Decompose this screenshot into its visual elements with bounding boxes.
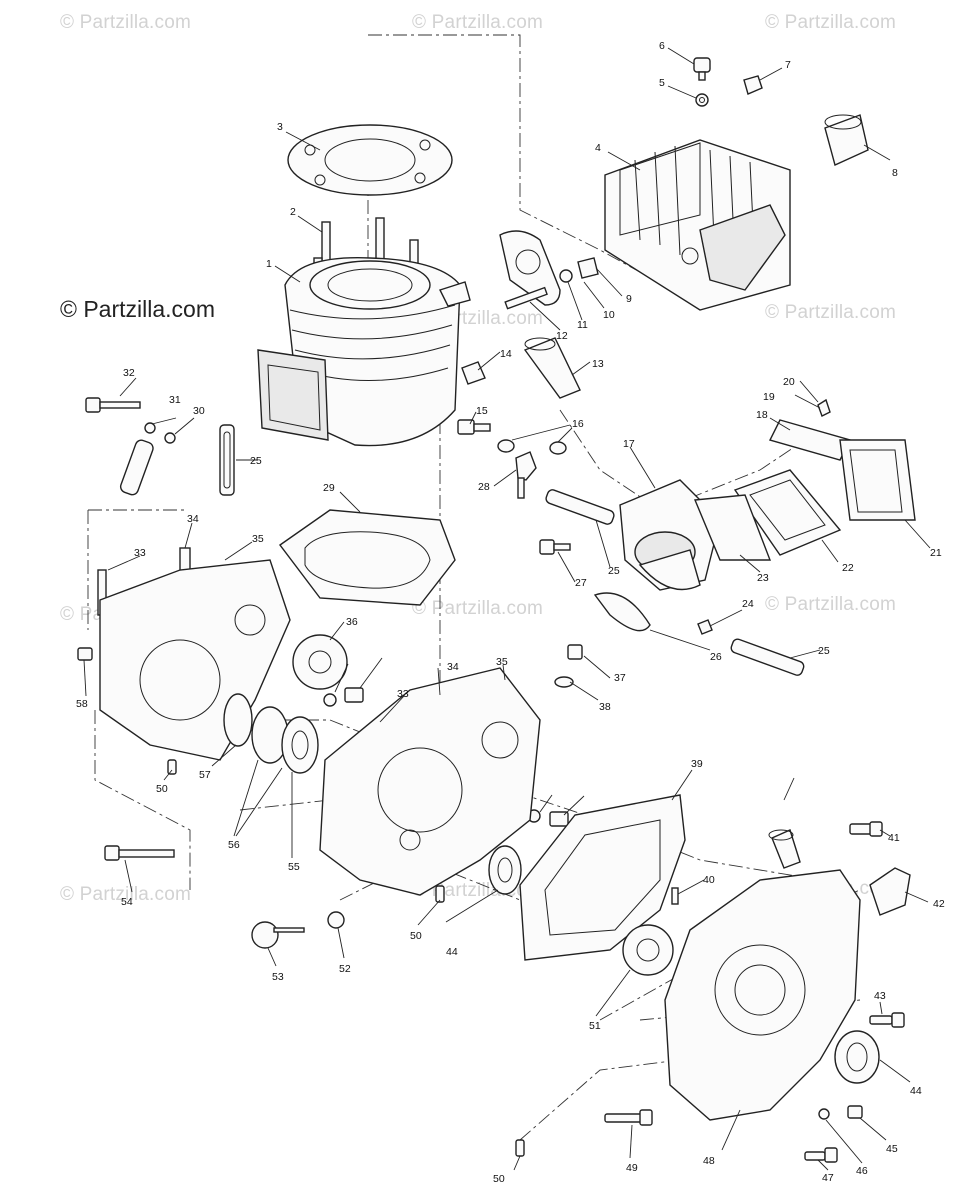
callout-3: 3 [277, 121, 283, 133]
callout-17: 17 [623, 438, 635, 450]
callout-41: 41 [888, 832, 900, 844]
callout-43: 43 [874, 990, 886, 1002]
callout-45: 45 [886, 1143, 898, 1155]
callout-9: 9 [626, 293, 632, 305]
watermark: © Partzilla.com [60, 12, 192, 33]
callout-50: 50 [493, 1173, 505, 1185]
callout-26: 26 [710, 651, 722, 663]
callout-labels: 1 2 3 4 5 6 7 8 9 10 11 12 13 14 15 16 1… [76, 40, 945, 1185]
callout-15: 15 [476, 405, 488, 417]
watermark: © Partzilla.com [412, 12, 544, 33]
callout-22: 22 [842, 562, 854, 574]
head-gasket-part [287, 124, 453, 196]
watermark: © Partzilla.com [60, 884, 192, 905]
base-gasket-part [279, 509, 456, 606]
callout-34: 34 [187, 513, 199, 525]
head-fasteners-part [693, 57, 869, 166]
callout-50: 50 [156, 783, 168, 795]
callout-51: 51 [589, 1020, 601, 1032]
callout-42: 42 [933, 898, 945, 910]
callout-13: 13 [592, 358, 604, 370]
left-bolts-part [85, 397, 176, 496]
exhaust-flange-part [461, 230, 599, 399]
callout-37: 37 [614, 672, 626, 684]
callout-35: 35 [496, 656, 508, 668]
callout-48: 48 [703, 1155, 715, 1167]
callout-30: 30 [193, 405, 205, 417]
cylinder-part [257, 217, 471, 447]
callout-38: 38 [599, 701, 611, 713]
drain-plug-part [554, 644, 583, 688]
callout-50: 50 [410, 930, 422, 942]
cylinder-head-part [604, 139, 791, 311]
callout-4: 4 [595, 142, 601, 154]
callout-32: 32 [123, 367, 135, 379]
callout-25: 25 [818, 645, 830, 657]
callout-19: 19 [763, 391, 775, 403]
callout-24: 24 [742, 598, 754, 610]
callout-14: 14 [500, 348, 512, 360]
watermark: © Partzilla.com [765, 594, 897, 615]
callout-46: 46 [856, 1165, 868, 1177]
watermark: © Partzilla.com [765, 12, 897, 33]
right-gasket-part [488, 794, 686, 976]
callout-44: 44 [910, 1085, 922, 1097]
callout-35: 35 [252, 533, 264, 545]
clamp-part [219, 424, 805, 676]
callout-55: 55 [288, 861, 300, 873]
callout-16: 16 [572, 418, 584, 430]
callout-29: 29 [323, 482, 335, 494]
callout-57: 57 [199, 769, 211, 781]
callout-53: 53 [272, 971, 284, 983]
callout-44: 44 [446, 946, 458, 958]
callout-10: 10 [603, 309, 615, 321]
callout-33: 33 [134, 547, 146, 559]
callout-36: 36 [346, 616, 358, 628]
callout-52: 52 [339, 963, 351, 975]
callout-2: 2 [290, 206, 296, 218]
right-crankcase-part [319, 667, 541, 896]
callout-25: 25 [250, 455, 262, 467]
leader-lines [83, 47, 931, 1171]
callout-12: 12 [556, 330, 568, 342]
callout-33: 33 [397, 688, 409, 700]
brand-watermark: © Partzilla.com [60, 296, 215, 322]
callout-56: 56 [228, 839, 240, 851]
crank-seals-part [223, 693, 319, 774]
callout-49: 49 [626, 1162, 638, 1174]
callout-20: 20 [783, 376, 795, 388]
callout-8: 8 [892, 167, 898, 179]
callout-31: 31 [169, 394, 181, 406]
callout-23: 23 [757, 572, 769, 584]
fitting-part [457, 419, 567, 499]
callout-11: 11 [577, 319, 588, 331]
callout-21: 21 [930, 547, 942, 559]
callout-25: 25 [608, 565, 620, 577]
callout-28: 28 [478, 481, 490, 493]
watermark: © Partzilla.com [765, 302, 897, 323]
callout-58: 58 [76, 698, 88, 710]
hardware-part [104, 759, 905, 1163]
intake-reed-part [619, 398, 916, 635]
callout-39: 39 [691, 758, 703, 770]
crankcase-cover-part [664, 821, 911, 1121]
watermark: © Partzilla.com [412, 598, 544, 619]
callout-5: 5 [659, 77, 665, 89]
callout-6: 6 [659, 40, 665, 52]
callout-34: 34 [447, 661, 459, 673]
callout-40: 40 [703, 874, 715, 886]
callout-1: 1 [266, 258, 272, 270]
callout-54: 54 [121, 896, 133, 908]
callout-18: 18 [756, 409, 768, 421]
callout-7: 7 [785, 59, 791, 71]
callout-27: 27 [575, 577, 587, 589]
callout-47: 47 [822, 1172, 834, 1184]
